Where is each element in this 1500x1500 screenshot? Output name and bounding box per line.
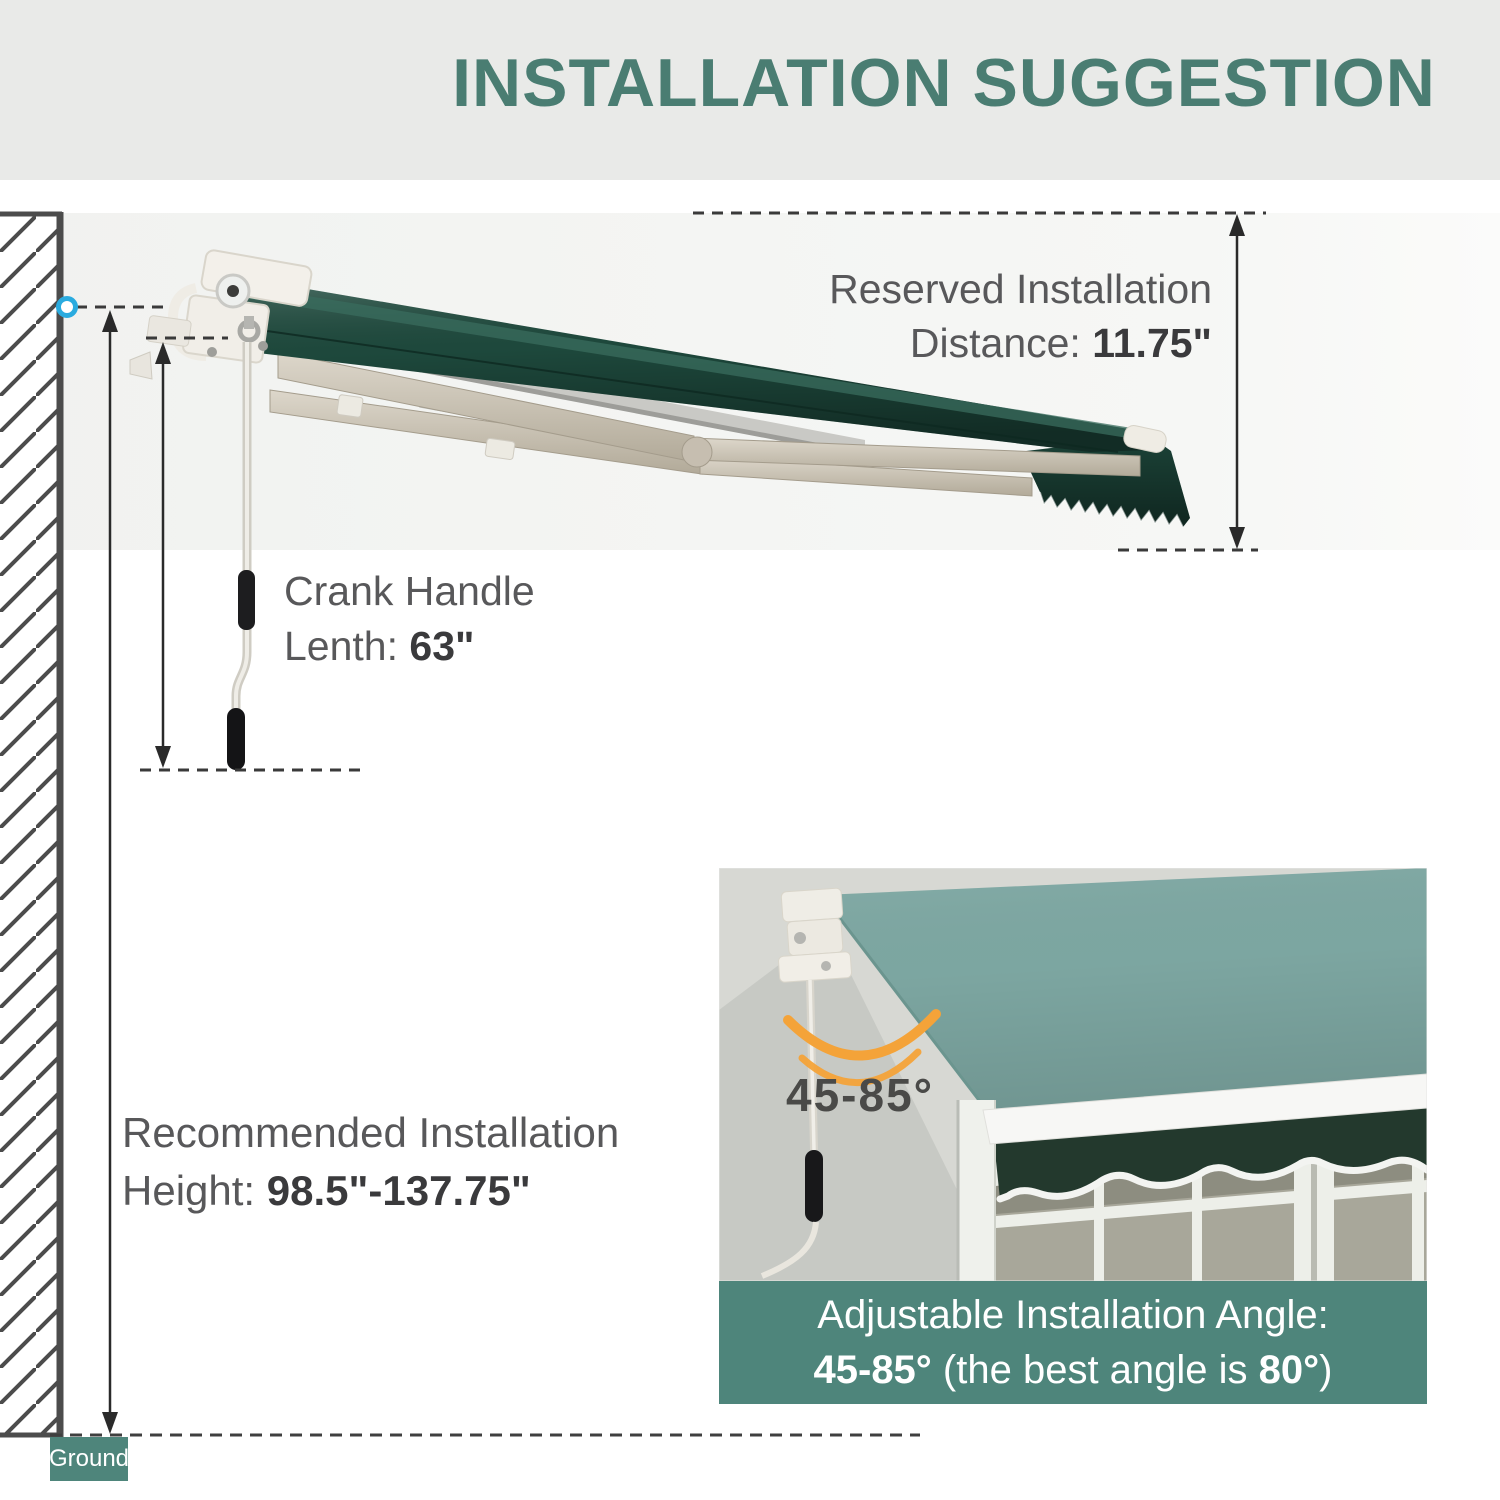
- inset-photo: [719, 868, 1427, 1281]
- support-arm-upper: [277, 351, 1141, 477]
- height-line1: Recommended Installation: [122, 1109, 620, 1156]
- arm-clip: [484, 438, 516, 460]
- crank-length-label: Crank Handle Lenth: 63": [284, 564, 535, 674]
- reserved-distance-arrow: [1229, 214, 1245, 549]
- crank-length-arrow: [155, 342, 171, 768]
- reserved-distance-label: Reserved Installation Distance: 11.75": [829, 262, 1212, 370]
- inset-awning-fabric: [820, 868, 1427, 1113]
- dimension-annotations: [56, 211, 1266, 1434]
- crank-grip-lower: [227, 708, 245, 770]
- reserved-line1: Reserved Installation: [829, 266, 1212, 312]
- caption-line2: 45-85° (the best angle is 80°): [813, 1347, 1333, 1392]
- inset-crank: [760, 979, 823, 1279]
- crank-value: 63": [409, 623, 475, 669]
- reserved-value: 11.75": [1092, 320, 1212, 366]
- inset-bracket: [778, 887, 852, 983]
- inset-front-bar: [982, 1073, 1427, 1145]
- mount-point-marker: [56, 296, 78, 318]
- crank-grip-upper: [238, 570, 255, 630]
- ground-label: Ground: [49, 1437, 129, 1481]
- angle-arc-icon: [783, 1009, 941, 1087]
- caption-banner: Adjustable Installation Angle: 45-85° (t…: [719, 1281, 1427, 1404]
- front-bar: [1123, 425, 1167, 453]
- elbow-joint: [681, 436, 713, 468]
- wall-hatch: [0, 211, 64, 1438]
- page-title: INSTALLATION SUGGESTION: [452, 45, 1436, 121]
- caption-line1: Adjustable Installation Angle:: [817, 1292, 1329, 1337]
- header-band: [0, 0, 1500, 180]
- crank-line2: Lenth: 63": [284, 623, 475, 669]
- arm-clip: [336, 394, 364, 418]
- install-height-label: Recommended Installation Height: 98.5"-1…: [122, 1104, 619, 1220]
- height-line2: Height: 98.5"-137.75": [122, 1167, 531, 1214]
- height-value: 98.5"-137.75": [266, 1167, 531, 1214]
- height-arrow: [102, 310, 118, 1434]
- inset-valance: [994, 1107, 1427, 1203]
- awning-diagram: [129, 249, 1190, 770]
- crank-line1: Crank Handle: [284, 568, 535, 614]
- crank-handle: [227, 342, 255, 770]
- angle-range-label: 45-85°: [786, 1069, 935, 1121]
- awning-fabric: [235, 277, 1153, 453]
- reserved-line2: Distance: 11.75": [909, 320, 1212, 366]
- valance-wave-trim: [996, 1156, 1427, 1203]
